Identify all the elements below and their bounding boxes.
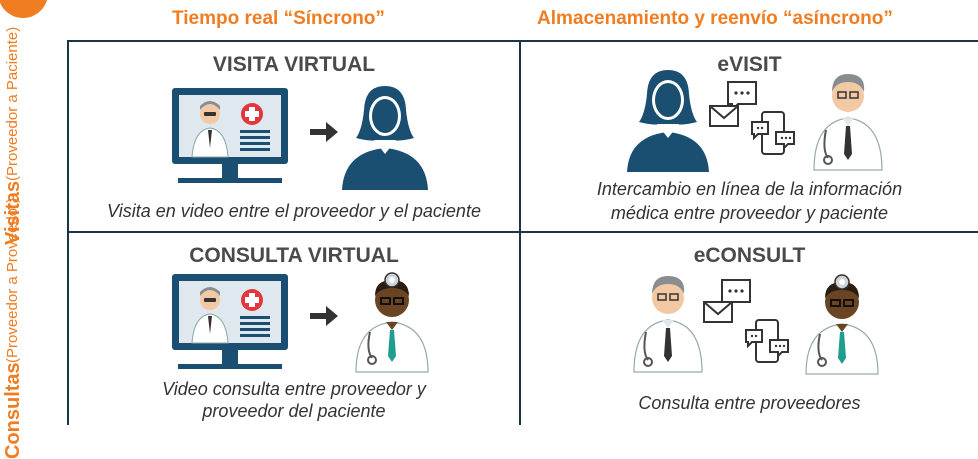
evisit-caption-line2: médica entre proveedor y paciente (610, 203, 889, 223)
phone-chat-icon (751, 111, 795, 155)
computer-doctor-icon (172, 274, 288, 369)
row-label-consultas-title: Consultas (2, 362, 24, 459)
computer-doctor-icon (172, 88, 288, 183)
econsult-title: eCONSULT (693, 244, 806, 267)
column-header-sync: Tiempo real “Síncrono” (172, 8, 385, 29)
doctor-headlamp-icon (805, 274, 879, 375)
envelope-icon (709, 105, 739, 127)
evisit-title: eVISIT (717, 53, 782, 76)
doctor-headlamp-icon (355, 272, 429, 373)
visita-virtual-caption: Visita en video entre el proveedor y el … (107, 201, 481, 221)
grid-middle-line (67, 231, 978, 233)
grid-top-line (67, 40, 978, 42)
envelope-icon (703, 301, 733, 323)
phone-chat-icon (745, 319, 789, 363)
arrow-right-icon (310, 122, 338, 142)
patient-icon (627, 70, 709, 172)
doctor-icon (633, 276, 703, 373)
evisit-caption-line1: Intercambio en línea de la información (596, 179, 903, 199)
consulta-virtual-caption-line1: Video consulta entre proveedor y (162, 379, 426, 399)
row-label-visitas-sub: (Proveedor a Paciente) (4, 26, 21, 182)
corner-badge (0, 0, 48, 18)
consulta-virtual-title: CONSULTA VIRTUAL (189, 244, 399, 267)
visita-virtual-title: VISITA VIRTUAL (212, 53, 376, 76)
doctor-icon (813, 74, 883, 171)
consulta-virtual-caption-line2: proveedor del paciente (202, 401, 386, 421)
column-header-async: Almacenamiento y reenvío “asíncrono” (537, 8, 893, 29)
econsult-caption: Consulta entre proveedores (638, 393, 861, 413)
row-label-consultas: Consultas(Proveedor a Proveedor) (2, 198, 25, 459)
arrow-right-icon (310, 306, 338, 326)
patient-icon (342, 86, 428, 190)
row-label-consultas-sub: (Proveedor a Proveedor) (4, 197, 21, 363)
